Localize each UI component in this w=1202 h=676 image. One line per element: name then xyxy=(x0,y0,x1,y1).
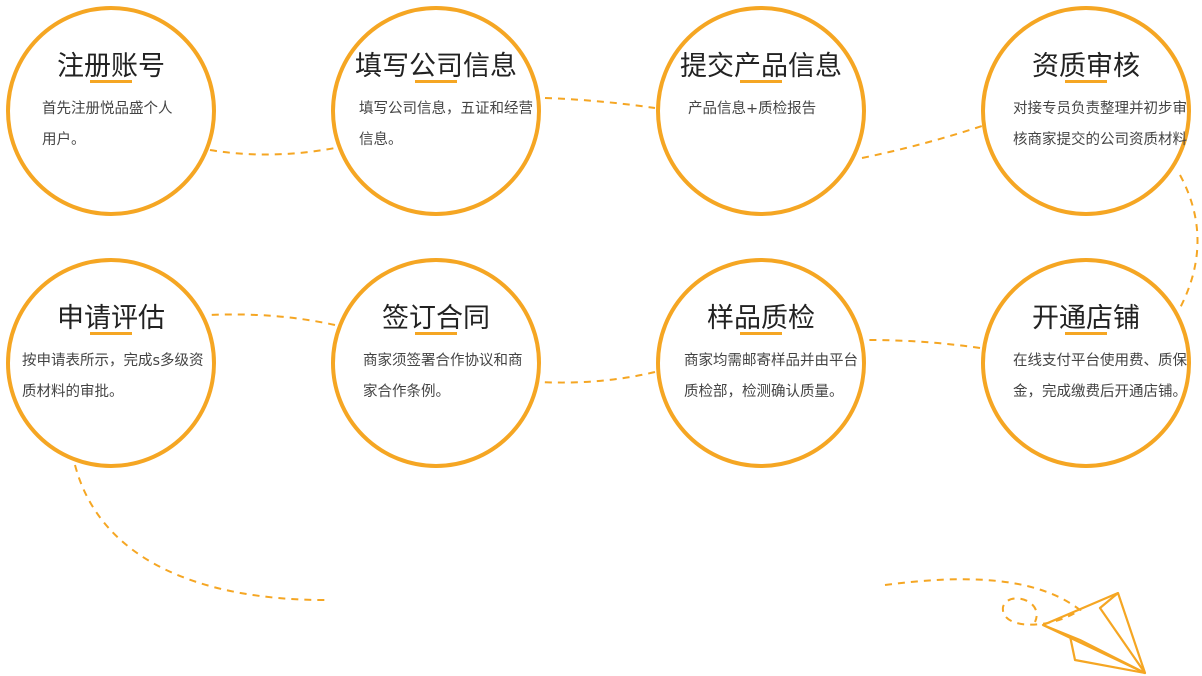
step-title: 申请评估 xyxy=(57,303,165,334)
step-title: 开通店铺 xyxy=(1032,303,1140,334)
step-apply-evaluation: 申请评估 按申请表所示，完成s多级资质材料的审批。 xyxy=(6,258,216,468)
connector-3-4 xyxy=(861,124,986,159)
step-description: 在线支付平台使用费、质保金，完成缴费后开通店铺。 xyxy=(1013,353,1187,400)
step-title: 提交产品信息 xyxy=(680,51,842,82)
connector-6-5 xyxy=(209,313,336,326)
step-company-info: 填写公司信息 填写公司信息，五证和经营信息。 xyxy=(331,6,541,216)
step-description: 按申请表所示，完成s多级资质材料的审批。 xyxy=(22,353,204,400)
step-description: 商家须签署合作协议和商家合作条例。 xyxy=(363,353,523,400)
title-underline xyxy=(90,80,132,83)
step-title: 填写公司信息 xyxy=(355,51,517,82)
title-underline xyxy=(740,80,782,83)
title-underline xyxy=(1065,332,1107,335)
title-underline xyxy=(1065,80,1107,83)
step-description: 商家均需邮寄样品并由平台质检部，检测确认质量。 xyxy=(684,353,858,400)
connector-7-6 xyxy=(539,371,656,384)
step-title: 样品质检 xyxy=(707,303,815,334)
step-title: 签订合同 xyxy=(382,303,490,334)
title-underline xyxy=(415,332,457,335)
connector-5-end xyxy=(74,464,326,601)
step-open-store: 开通店铺 在线支付平台使用费、质保金，完成缴费后开通店铺。 xyxy=(981,258,1191,468)
title-underline xyxy=(415,80,457,83)
connector-4-8 xyxy=(1179,174,1199,309)
paper-plane-icon xyxy=(1041,591,1147,675)
step-sign-contract: 签订合同 商家须签署合作协议和商家合作条例。 xyxy=(331,258,541,468)
step-description: 填写公司信息，五证和经营信息。 xyxy=(359,101,533,148)
step-description: 对接专员负责整理并初步审核商家提交的公司资质材料 xyxy=(1013,101,1187,148)
step-qualification-review: 资质审核 对接专员负责整理并初步审核商家提交的公司资质材料 xyxy=(981,6,1191,216)
connector-plane-trail xyxy=(884,578,1082,626)
title-underline xyxy=(90,332,132,335)
step-register-account: 注册账号 首先注册悦品盛个人用户。 xyxy=(6,6,216,216)
step-title: 注册账号 xyxy=(57,51,165,82)
connector-2-3 xyxy=(544,97,656,109)
step-description: 产品信息+质检报告 xyxy=(688,101,817,117)
step-description: 首先注册悦品盛个人用户。 xyxy=(42,101,173,148)
connector-8-7 xyxy=(867,339,981,349)
step-sample-inspection: 样品质检 商家均需邮寄样品并由平台质检部，检测确认质量。 xyxy=(656,258,866,468)
step-product-info: 提交产品信息 产品信息+质检报告 xyxy=(656,6,866,216)
connector-1-2 xyxy=(209,147,336,156)
step-title: 资质审核 xyxy=(1032,51,1140,82)
title-underline xyxy=(740,332,782,335)
